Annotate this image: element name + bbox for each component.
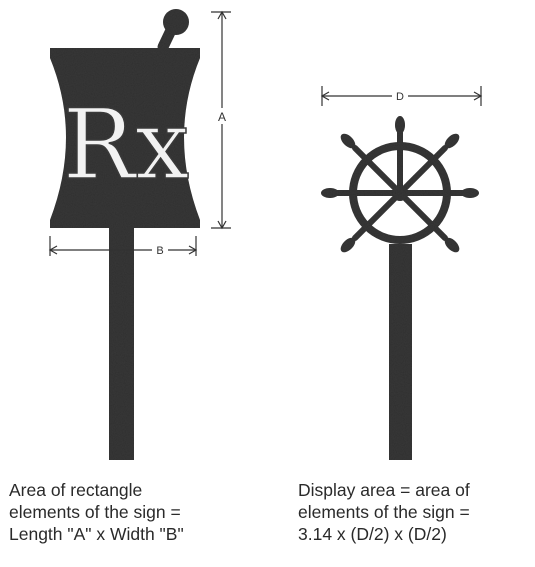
dimension-b-label: B (156, 245, 163, 257)
caption-line: Display area = area of (298, 480, 470, 500)
mortar-pestle-sign (50, 9, 200, 460)
dimension-d-label: D (396, 91, 404, 103)
ships-wheel-sign (321, 116, 479, 460)
dimension-a-label: A (218, 110, 226, 124)
sign-post-right (389, 244, 412, 460)
dimension-b (48, 236, 198, 256)
wheel-hub (392, 185, 408, 201)
wheel-spokes (334, 127, 466, 241)
wheel-handles (321, 116, 479, 253)
caption-line: Length "A" x Width "B" (9, 524, 184, 544)
caption-line: Area of rectangle (9, 480, 143, 500)
caption-line: 3.14 x (D/2) x (D/2) (298, 524, 447, 544)
rx-logo: Rx (63, 89, 189, 201)
caption-line: elements of the sign = (298, 502, 470, 522)
wheel-rim (349, 142, 451, 244)
caption-rectangle-area: Area of rectangle elements of the sign =… (9, 479, 184, 545)
pestle-knob (163, 9, 189, 35)
caption-display-area: Display area = area of elements of the s… (298, 479, 470, 545)
sign-post-left (109, 228, 134, 460)
mortar-body (50, 48, 200, 228)
caption-line: elements of the sign = (9, 502, 181, 522)
